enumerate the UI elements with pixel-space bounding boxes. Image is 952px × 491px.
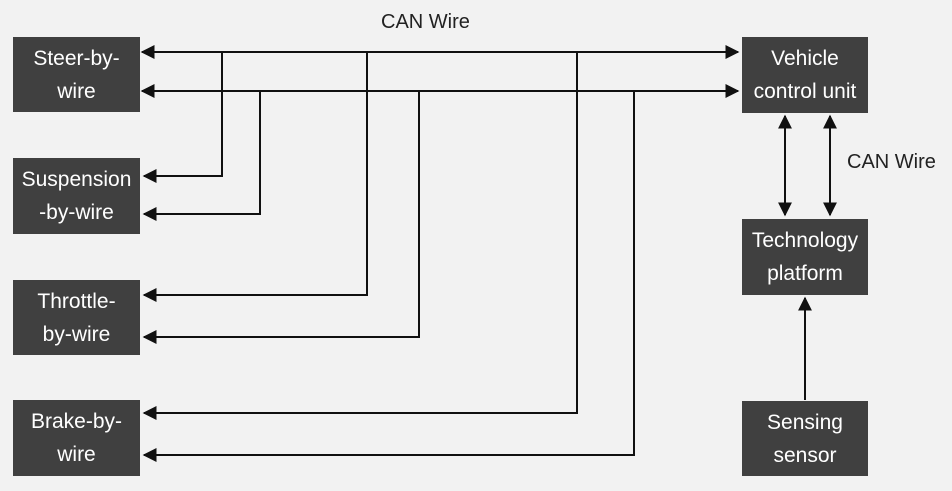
steer-by-wire-line1: Steer-by- xyxy=(33,46,120,70)
technology-platform-line1: Technology xyxy=(751,229,859,252)
technology-platform-node: Technology platform xyxy=(742,219,868,295)
throttle-by-wire-line1: Throttle- xyxy=(37,289,116,313)
suspension-by-wire-node: Suspension -by-wire xyxy=(13,158,140,234)
throttle-by-wire-node: Throttle- by-wire xyxy=(13,280,140,355)
steer-by-wire-node: Steer-by- wire xyxy=(13,37,140,112)
vehicle-control-unit-node: Vehicle control unit xyxy=(742,37,868,113)
sensing-sensor-node: Sensing sensor xyxy=(742,401,868,476)
branch-suspension-1 xyxy=(142,52,223,183)
brake-by-wire-node: Brake-by- wire xyxy=(13,400,140,476)
vehicle-control-unit-line2: control unit xyxy=(753,80,857,103)
branch-throttle-2 xyxy=(142,91,420,344)
suspension-by-wire-line1: Suspension xyxy=(21,168,132,191)
suspension-by-wire-line2: -by-wire xyxy=(39,201,114,224)
branch-suspension-2 xyxy=(142,91,261,221)
branch-brake-2 xyxy=(142,91,635,462)
technology-platform-line2: platform xyxy=(767,262,843,285)
can-wire-label-top: CAN Wire xyxy=(381,11,470,33)
branch-brake-1 xyxy=(142,52,578,420)
steer-by-wire-line2: wire xyxy=(57,79,96,103)
brake-by-wire-line2: wire xyxy=(57,443,96,466)
sensing-sensor-line2: sensor xyxy=(773,443,837,467)
throttle-by-wire-line2: by-wire xyxy=(42,322,111,346)
branch-throttle-1 xyxy=(142,51,368,302)
vehicle-control-unit-line1: Vehicle xyxy=(771,47,839,70)
can-wire-label-right: CAN Wire xyxy=(847,151,936,173)
brake-by-wire-line1: Brake-by- xyxy=(30,410,123,433)
sensing-sensor-line1: Sensing xyxy=(767,410,843,434)
